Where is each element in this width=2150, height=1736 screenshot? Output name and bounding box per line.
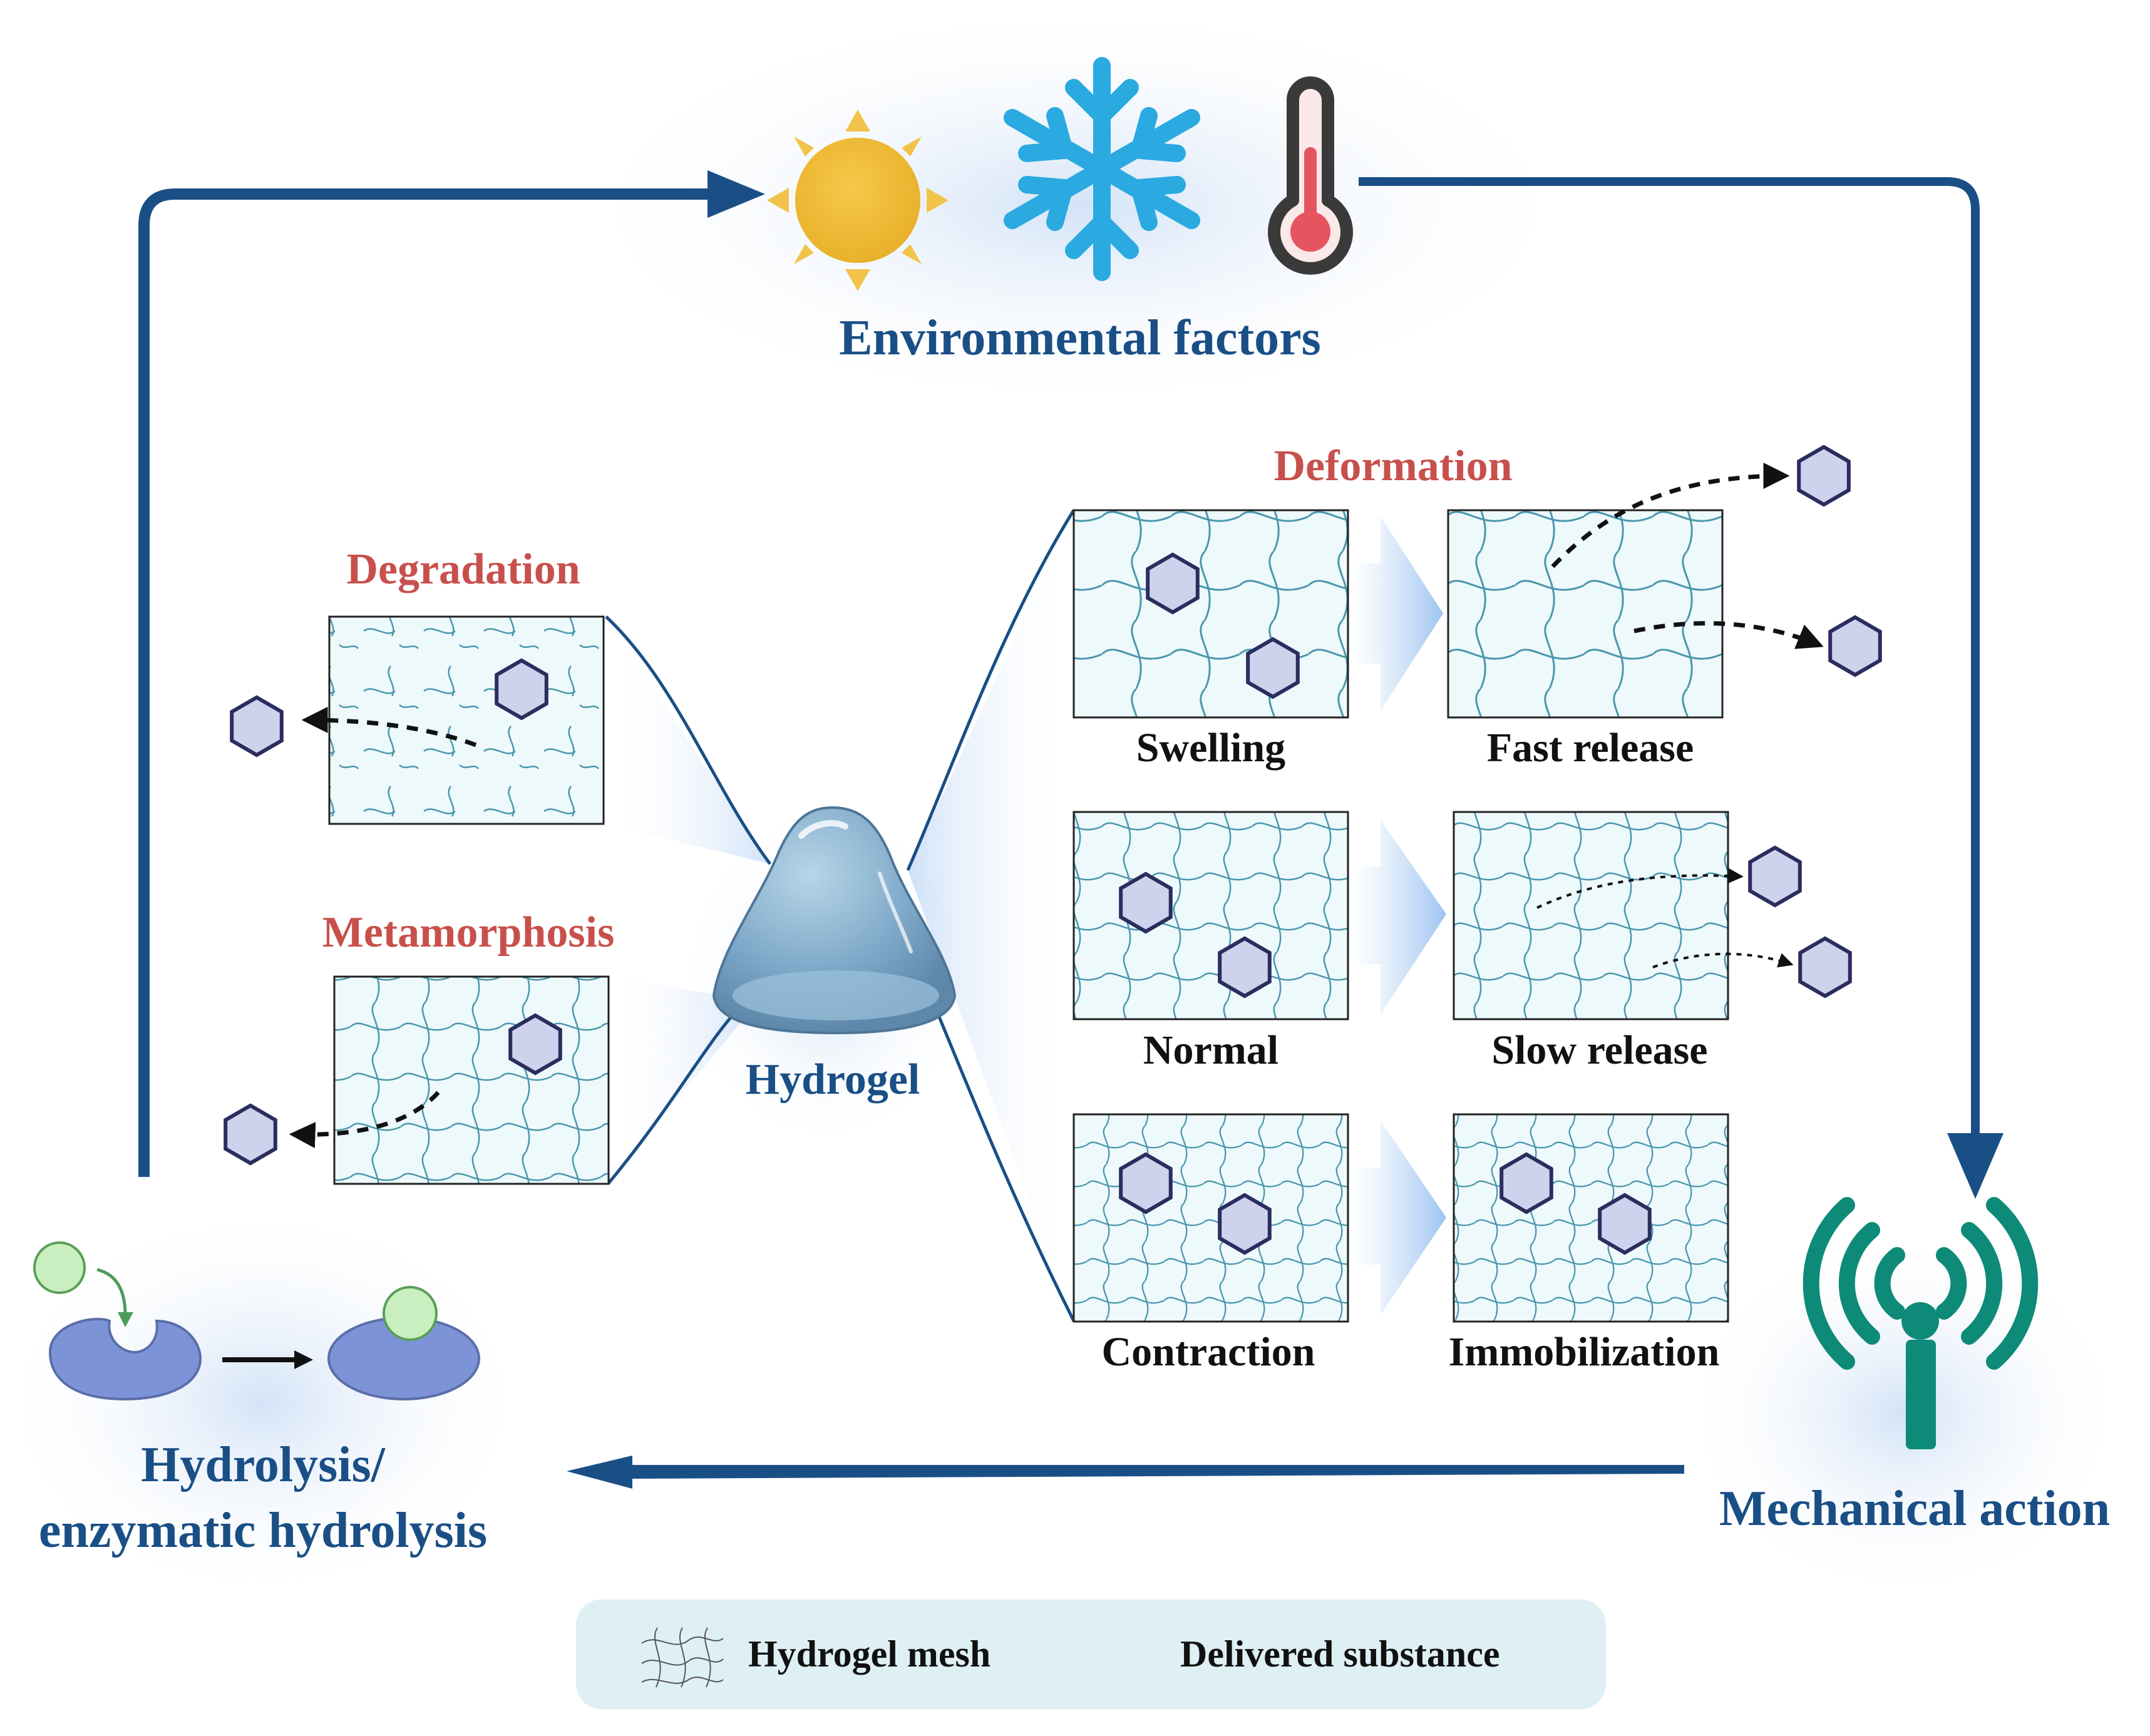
swelling-label: Swelling xyxy=(1136,725,1286,771)
transition-arrow xyxy=(1352,820,1446,1014)
cycle-arrow-up xyxy=(138,188,720,1177)
release-arrows xyxy=(289,463,1824,1149)
fast-release-mesh-box xyxy=(1447,509,1724,719)
metamorphosis-title: Metamorphosis xyxy=(322,908,615,957)
legend-mesh-label: Hydrogel mesh xyxy=(748,1633,991,1675)
slow-release-label: Slow release xyxy=(1491,1027,1708,1073)
immobilization-label: Immobilization xyxy=(1448,1329,1720,1375)
slow-release-mesh-box xyxy=(1453,811,1729,1020)
enzyme-bound-icon xyxy=(327,1286,480,1400)
fan-edge xyxy=(906,509,1076,871)
deformation-title: Deformation xyxy=(1273,442,1513,490)
hydrogel-icon xyxy=(712,806,957,1035)
hex-swelling xyxy=(1246,637,1300,699)
mechanical-action-label: Mechanical action xyxy=(1719,1481,2111,1536)
arrow-head xyxy=(1947,1133,2003,1199)
hex-immobilization xyxy=(1499,1152,1553,1215)
hex-normal xyxy=(1119,871,1173,934)
transition-arrow xyxy=(1352,1121,1446,1315)
reaction-arrow xyxy=(222,1350,313,1369)
fan-deformation xyxy=(908,510,1074,1321)
metamorphosis-mesh-box xyxy=(333,975,610,1185)
enzymatic-hydrolysis-label: enzymatic hydrolysis xyxy=(38,1503,488,1558)
normal-label: Normal xyxy=(1143,1027,1279,1073)
hex-slow-release-out xyxy=(1798,936,1852,999)
normal-mesh-box xyxy=(1072,811,1349,1020)
sun-icon xyxy=(767,110,949,291)
cycle-arrow-down xyxy=(1359,177,1980,1146)
hex-contraction xyxy=(1119,1152,1173,1215)
antenna-pole xyxy=(1906,1340,1936,1449)
degradation-title: Degradation xyxy=(346,545,580,593)
hex-metamorphosis-released xyxy=(224,1103,277,1166)
hex-contraction xyxy=(1218,1193,1272,1255)
fan-edge xyxy=(931,1001,1076,1322)
environmental-factors-title: Environmental factors xyxy=(839,311,1321,366)
antenna-head xyxy=(1901,1302,1939,1340)
transition-arrow xyxy=(1352,516,1443,711)
hex-fast-release-out xyxy=(1797,444,1851,507)
hydrolysis-label: Hydrolysis/ xyxy=(141,1437,385,1492)
hex-immobilization xyxy=(1598,1193,1652,1255)
mechanical-glow xyxy=(1678,1227,2129,1603)
legend-box xyxy=(576,1600,1606,1709)
hex-degradation xyxy=(495,658,548,721)
hex-degradation-released xyxy=(230,695,284,758)
slow-release-arrows xyxy=(1536,868,1794,968)
contraction-mesh-box xyxy=(1072,1113,1349,1323)
hydrogel-label: Hydrogel xyxy=(745,1055,920,1104)
fan-edge xyxy=(605,615,772,865)
contraction-label: Contraction xyxy=(1101,1329,1315,1375)
substance-group xyxy=(224,444,1882,1688)
degradation-mesh-box xyxy=(328,615,605,825)
hex-slow-release-out xyxy=(1748,845,1802,908)
snowflake-icon xyxy=(1004,57,1200,281)
hex-swelling xyxy=(1146,552,1200,615)
legend-substance-label: Delivered substance xyxy=(1180,1633,1500,1675)
swelling-mesh-box xyxy=(1072,509,1349,719)
enzyme-icon xyxy=(33,1241,202,1401)
fast-release-label: Fast release xyxy=(1486,725,1694,771)
legend-mesh-icon xyxy=(639,1625,726,1690)
immobilization-mesh-box xyxy=(1453,1113,1729,1323)
thermometer-icon xyxy=(1268,76,1353,275)
hex-metamorphosis xyxy=(508,1013,562,1076)
hex-fast-release-out xyxy=(1828,615,1882,677)
signal-antenna-icon xyxy=(1803,1197,2039,1370)
cycle-arrow-left xyxy=(567,1456,1684,1489)
hex-normal xyxy=(1218,936,1272,999)
arrow-head xyxy=(707,170,765,218)
